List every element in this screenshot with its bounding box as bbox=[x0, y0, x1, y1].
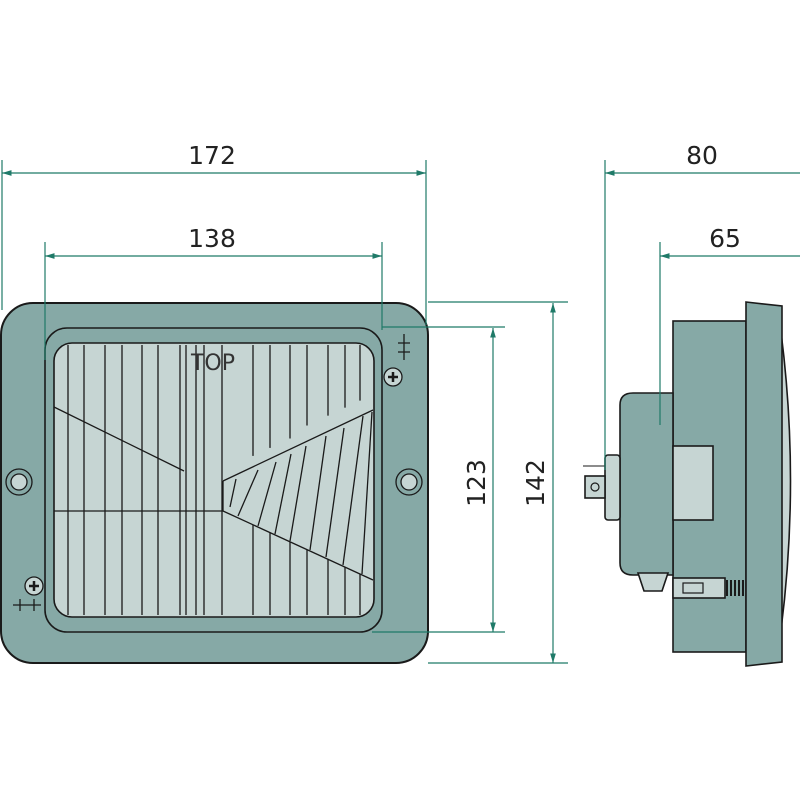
cable-spring bbox=[726, 580, 744, 596]
lens-rib bbox=[257, 461, 277, 527]
adjust-screw-top-icon bbox=[383, 334, 410, 387]
dim-172-label: 172 bbox=[188, 141, 236, 170]
side-flange bbox=[745, 301, 783, 667]
side-lens bbox=[780, 331, 792, 631]
dim-142-label: 142 bbox=[521, 459, 550, 507]
top-label: TOP bbox=[190, 351, 235, 376]
lens-rib bbox=[222, 510, 374, 581]
lens-rib bbox=[229, 478, 237, 508]
mount-hole-right-inner bbox=[400, 473, 418, 491]
lens-ribs bbox=[53, 345, 374, 615]
lens-rib bbox=[325, 427, 345, 558]
lens-rib bbox=[53, 406, 185, 472]
cable-plug-slot bbox=[682, 582, 704, 594]
lens-rib bbox=[309, 435, 327, 551]
mount-hole-left-inner bbox=[10, 473, 28, 491]
bottom-nub bbox=[636, 572, 670, 592]
side-window bbox=[672, 445, 714, 521]
lens-rib bbox=[237, 469, 259, 517]
lens-rib bbox=[274, 453, 292, 535]
lens-rib bbox=[222, 409, 374, 482]
adjust-screw-bottom-icon bbox=[13, 576, 44, 611]
dimension-lines bbox=[1, 160, 800, 664]
connector-plate bbox=[604, 454, 621, 521]
dim-123-label: 123 bbox=[462, 459, 491, 507]
lens-rib bbox=[289, 445, 307, 542]
rear-housing bbox=[619, 392, 674, 576]
side-view bbox=[583, 301, 792, 667]
dim-138-label: 138 bbox=[188, 224, 236, 253]
lens-rib bbox=[342, 415, 364, 566]
lens bbox=[53, 342, 375, 618]
front-view: TOP bbox=[0, 302, 429, 664]
dim-65-label: 65 bbox=[709, 224, 741, 253]
connector-tab-hole bbox=[590, 482, 600, 492]
dim-80-label: 80 bbox=[686, 141, 718, 170]
lens-rib bbox=[361, 411, 373, 575]
